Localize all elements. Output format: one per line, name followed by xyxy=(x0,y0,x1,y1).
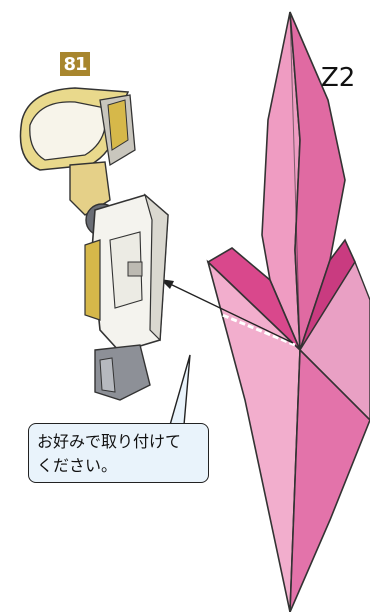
part-label-z2: Z2 xyxy=(321,63,356,93)
callout-line-1: お好みで取り付けて xyxy=(37,432,182,451)
insertion-guide-dash xyxy=(214,310,296,347)
z2-wing-part xyxy=(206,11,370,612)
callout-pointer xyxy=(169,354,191,426)
robot-arm-assembly xyxy=(19,87,169,401)
optional-attach-callout: お好みで取り付けて ください。 xyxy=(28,423,209,483)
step-number-badge: 81 xyxy=(60,52,90,76)
callout-line-2: ください。 xyxy=(37,456,118,475)
